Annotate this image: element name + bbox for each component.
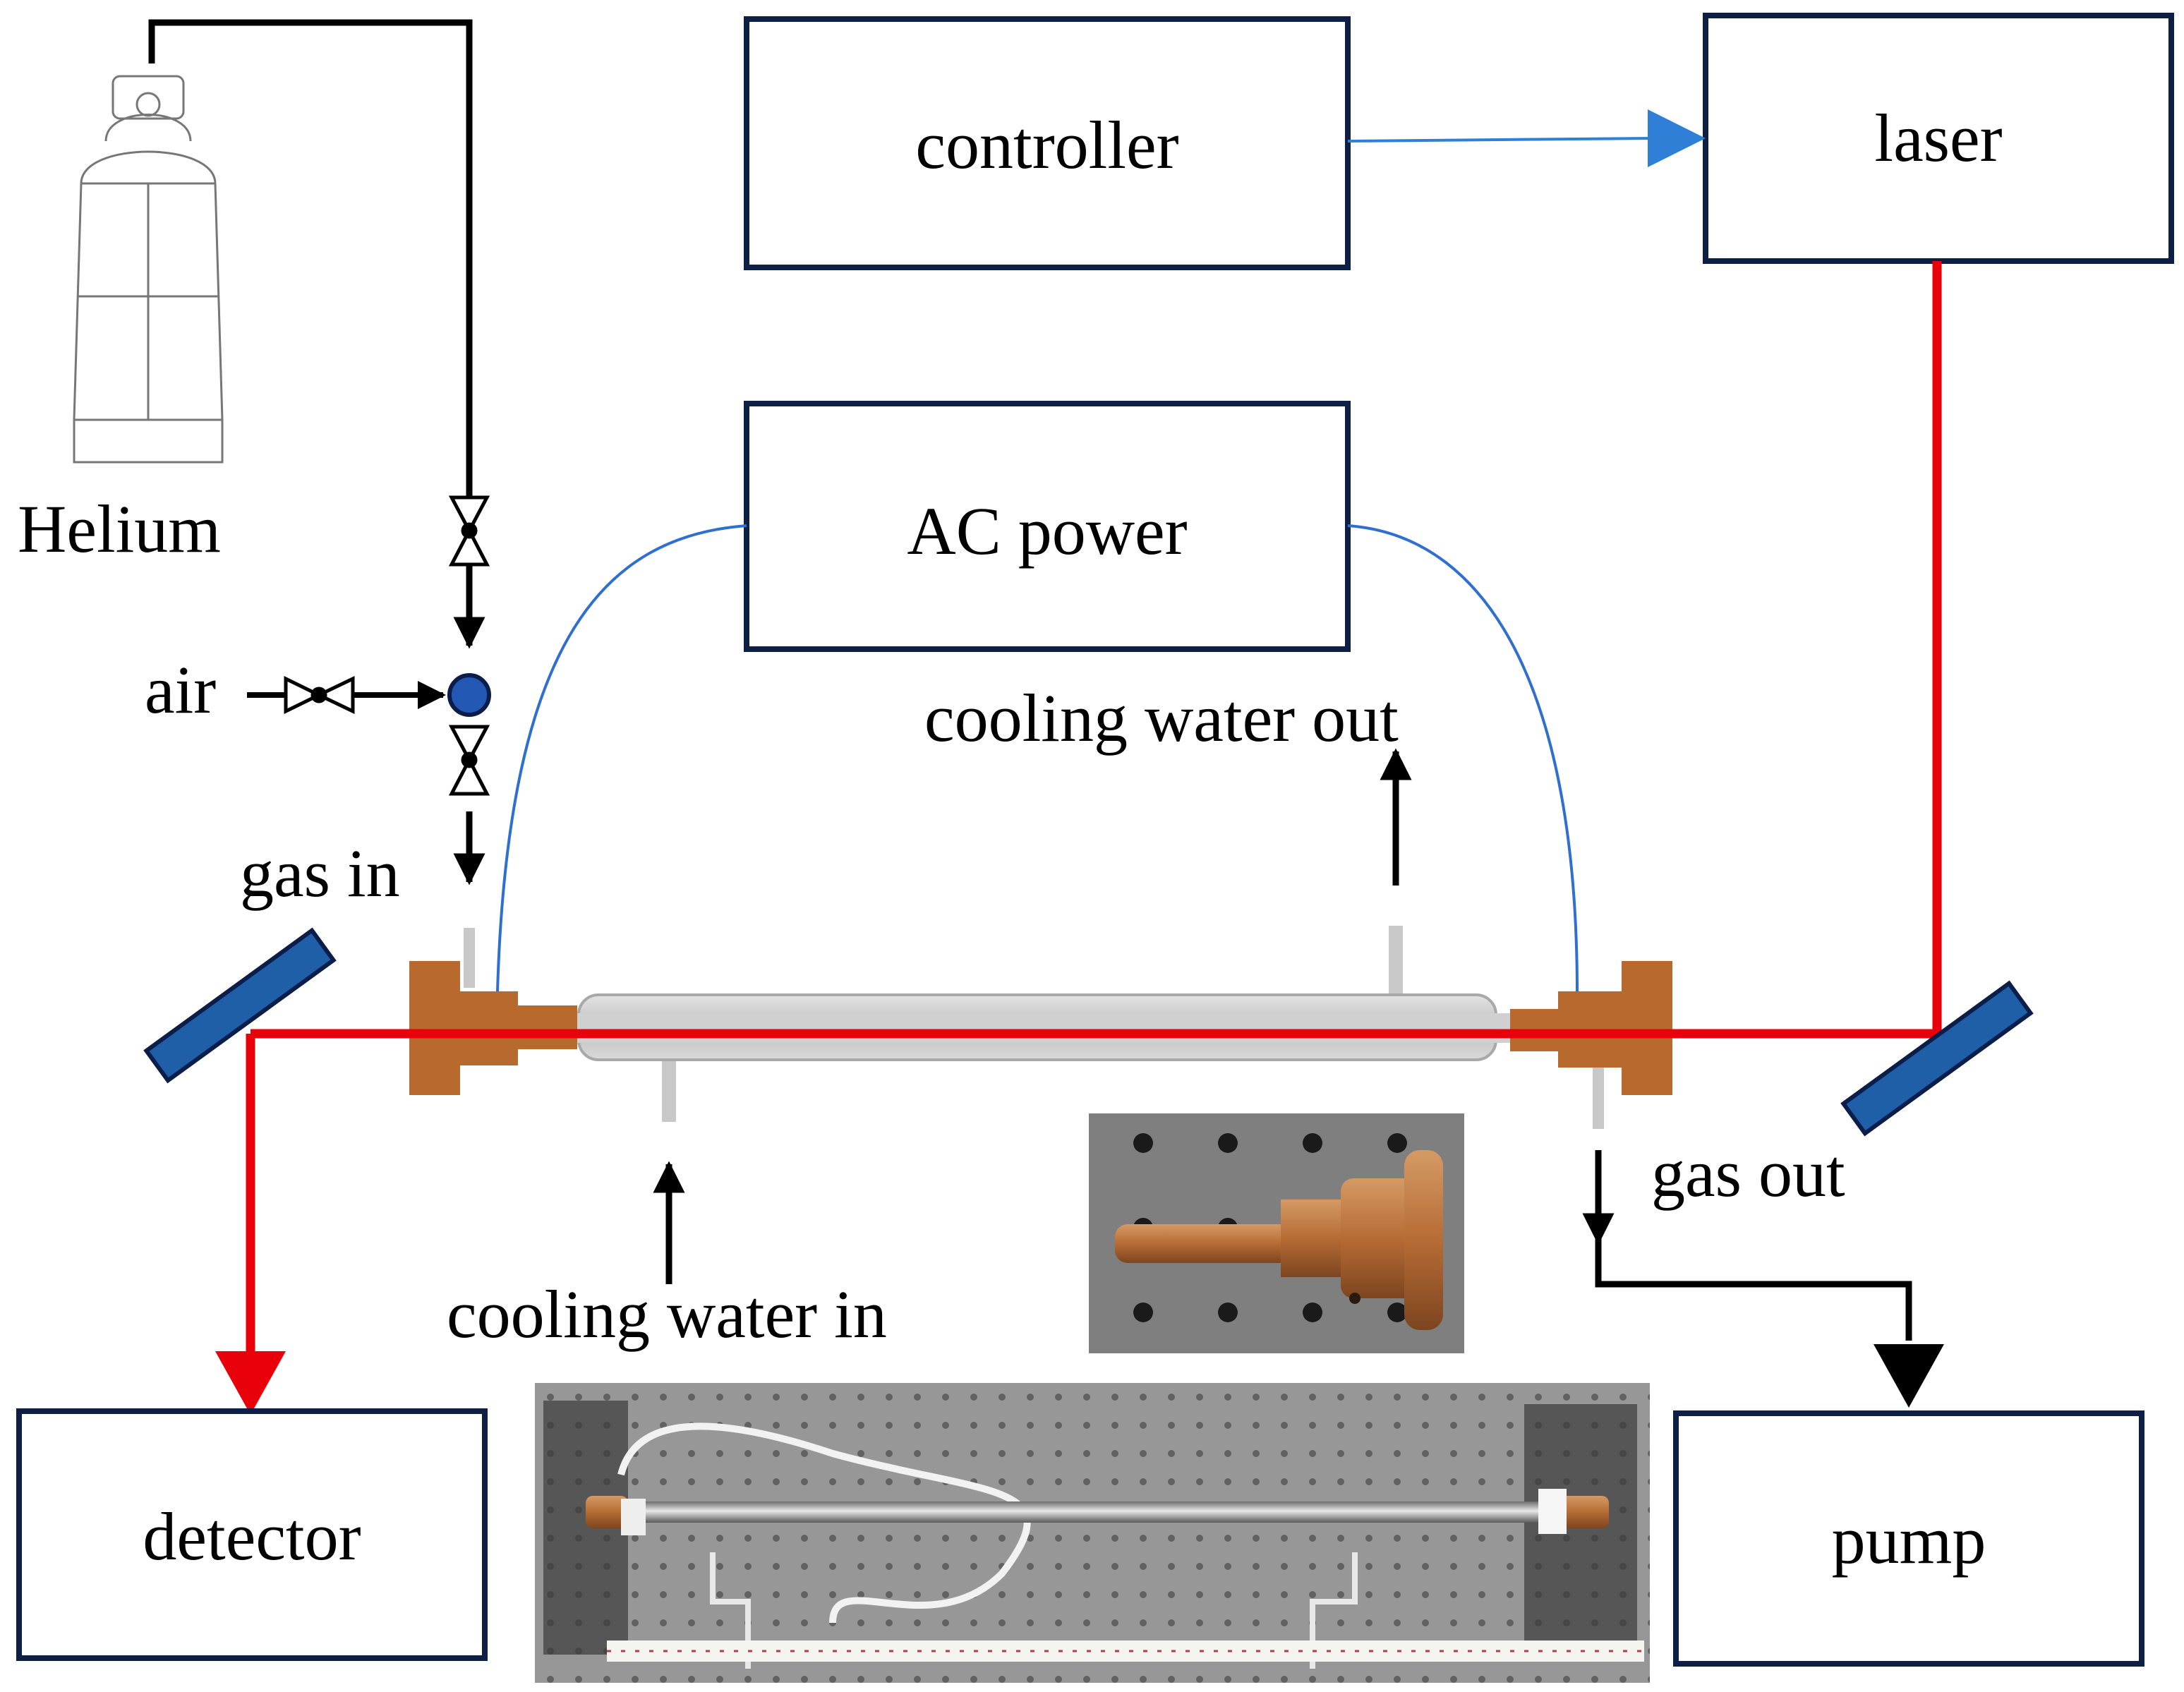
electric-wire-left (496, 524, 747, 992)
controller-label: controller (915, 107, 1178, 183)
gas-out-label: gas out (1651, 1135, 1845, 1211)
control-signal-arrow (1347, 109, 1706, 167)
air-valve-icon (284, 675, 355, 715)
helium-cylinder-icon (73, 75, 224, 464)
ac-power-label: AC power (907, 493, 1187, 569)
pump-arrow-icon (1874, 1344, 1944, 1408)
gas-in-label: gas in (240, 835, 400, 911)
air-label: air (145, 652, 216, 727)
valve-icon-upper (448, 495, 490, 567)
left-copper-electrode (409, 961, 577, 1095)
electrode-photo (1089, 1113, 1464, 1353)
setup-photo (535, 1383, 1650, 1683)
right-mirror-icon (1840, 980, 2034, 1137)
gas-out-line (1582, 1150, 1912, 1341)
valve-icon-lower (448, 725, 490, 796)
electric-wire-right (1347, 524, 1579, 992)
helium-label: Helium (18, 491, 221, 567)
mixing-junction-icon (447, 673, 491, 717)
right-copper-electrode (1510, 961, 1672, 1095)
pump-box (1673, 1410, 2144, 1667)
helium-gas-line (148, 19, 485, 886)
cooling-water-out-label: cooling water out (924, 680, 1399, 756)
pump-label: pump (1832, 1502, 1986, 1578)
beam-arrow-icon (215, 1351, 286, 1415)
controller-box (744, 16, 1351, 270)
laser-label: laser (1874, 100, 2002, 176)
left-mirror-icon (143, 927, 337, 1084)
inner-discharge-tube (487, 1013, 1616, 1043)
detector-label: detector (143, 1499, 361, 1574)
cooling-water-in-label: cooling water in (447, 1276, 887, 1352)
detector-box (16, 1408, 488, 1661)
